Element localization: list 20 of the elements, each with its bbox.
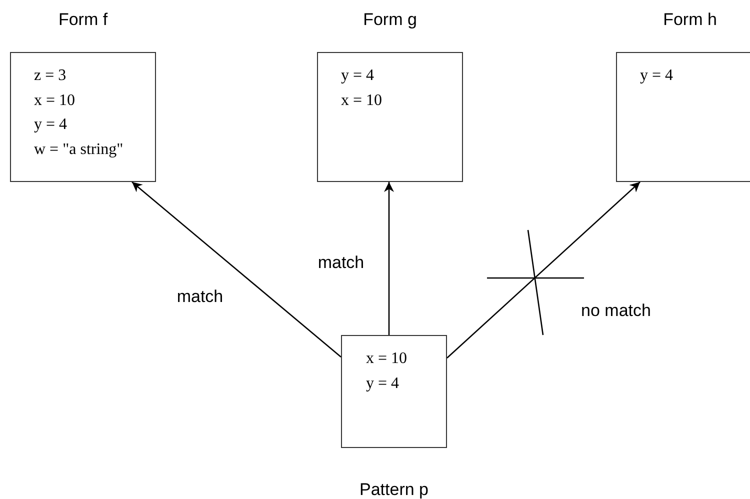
arrow: [132, 182, 342, 358]
assignment-text: z = 3: [34, 67, 66, 85]
arrow: [446, 182, 640, 358]
form-box: [616, 52, 750, 182]
assignment-text: y = 4: [366, 374, 400, 392]
arrow: [384, 182, 394, 335]
box-heading: Form g: [363, 10, 417, 30]
box-heading: Form h: [663, 10, 717, 30]
assignment-text: y = 4: [640, 67, 674, 85]
assignment-text: x = 10: [341, 92, 382, 110]
box-heading: Pattern p: [360, 480, 428, 499]
assignment-text: x = 10: [366, 350, 408, 368]
assignment-text: x = 10: [34, 92, 76, 110]
form-box: [317, 52, 463, 182]
assignment-text: w = "a string": [34, 140, 124, 158]
assignment-text: y = 4: [34, 116, 68, 134]
box-heading: Form f: [58, 10, 108, 30]
assignment-text: y = 4: [341, 67, 374, 85]
form-box: [10, 52, 156, 182]
form-box: [341, 335, 447, 448]
